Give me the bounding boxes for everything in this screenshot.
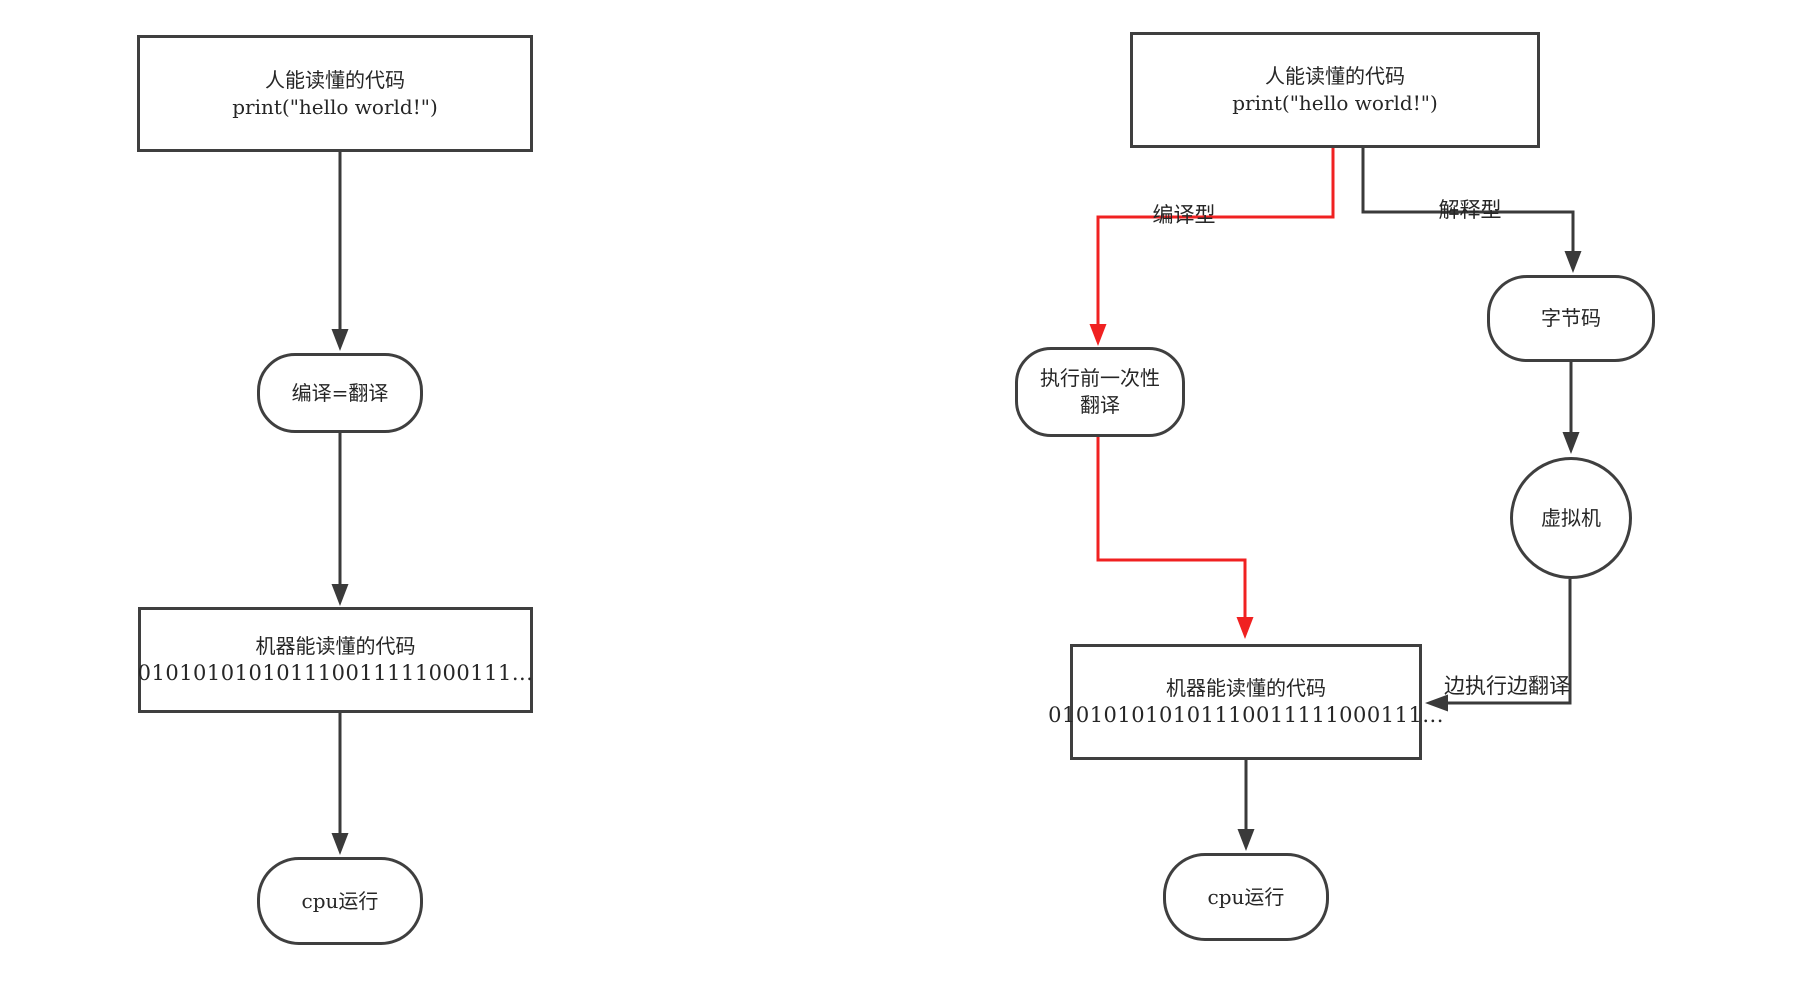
right-source-line1: 人能读懂的代码 (1265, 64, 1405, 88)
left-cpu-label: cpu运行 (301, 888, 379, 913)
right-cpu-label: cpu运行 (1207, 884, 1285, 909)
left-machine-code-node: 机器能读懂的代码 010101010101110011111000111... (138, 607, 533, 713)
left-source-line2: print("hello world!") (232, 94, 438, 119)
arrowhead-icon (331, 584, 349, 606)
arrowhead-icon (1236, 617, 1254, 639)
left-source-code-node: 人能读懂的代码 print("hello world!") (137, 35, 533, 152)
bytecode-label: 字节码 (1541, 306, 1601, 330)
pre-translate-node: 执行前一次性 翻译 (1015, 347, 1185, 437)
right-machine-binary: 010101010101110011111000111... (1048, 703, 1444, 727)
right-machine-line1: 机器能读懂的代码 (1166, 676, 1326, 700)
right-machine-code-node: 机器能读懂的代码 010101010101110011111000111... (1048, 644, 1443, 760)
virtual-machine-label: 虚拟机 (1541, 505, 1601, 530)
left-compile-label: 编译=翻译 (291, 380, 389, 405)
arrowhead-icon (331, 833, 349, 855)
arrowhead-icon (1564, 251, 1582, 273)
edge-right-source-to-pretranslate (1096, 148, 1335, 324)
arrowhead-icon (1562, 432, 1580, 454)
left-compile-node: 编译=翻译 (257, 353, 423, 433)
edge-pretranslate-to-machine (1096, 437, 1247, 617)
arrowhead-icon (1237, 829, 1255, 851)
bytecode-node: 字节码 (1487, 275, 1655, 362)
compiled-branch-label: 编译型 (1152, 203, 1216, 227)
arrowhead-icon (1089, 324, 1107, 346)
left-source-line1: 人能读懂的代码 (265, 67, 405, 92)
right-source-line2: print("hello world!") (1232, 91, 1438, 115)
pre-translate-line2: 翻译 (1080, 393, 1120, 417)
virtual-machine-node: 虚拟机 (1510, 457, 1632, 579)
left-machine-line1: 机器能读懂的代码 (255, 634, 416, 658)
left-cpu-node: cpu运行 (257, 857, 423, 945)
left-machine-binary: 010101010101110011111000111... (137, 661, 534, 685)
arrowhead-icon (331, 329, 349, 351)
exec-while-translate-label: 边执行边翻译 (1444, 674, 1570, 698)
interpreted-branch-label: 解释型 (1438, 198, 1502, 222)
right-cpu-node: cpu运行 (1163, 853, 1329, 941)
pre-translate-line1: 执行前一次性 (1040, 366, 1160, 390)
right-source-code-node: 人能读懂的代码 print("hello world!") (1130, 32, 1540, 148)
